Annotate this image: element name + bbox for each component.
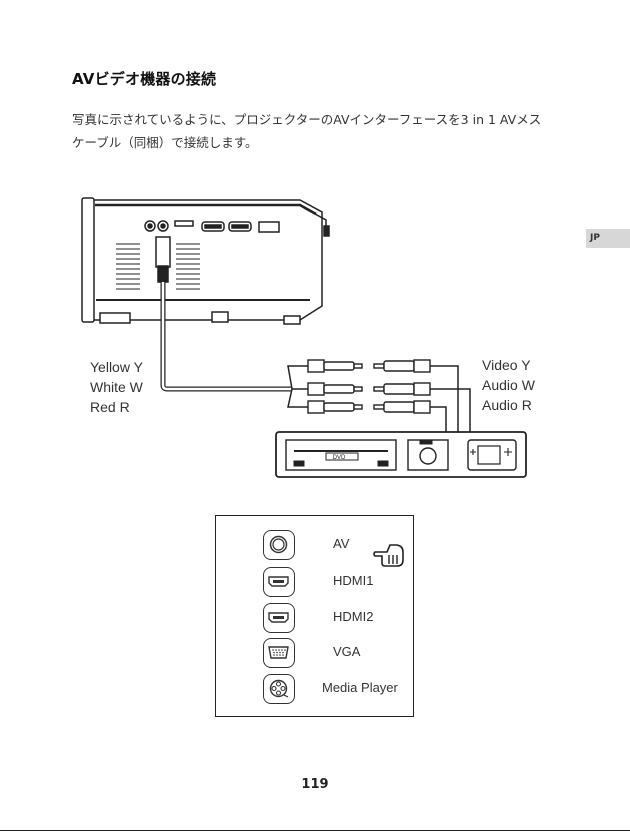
source-label-av: AV bbox=[333, 536, 349, 551]
source-item-media-player[interactable]: Media Player bbox=[216, 674, 415, 704]
source-label-hdmi1: HDMI1 bbox=[333, 573, 373, 588]
cable-color-white: White W bbox=[90, 377, 143, 397]
cable-color-red: Red R bbox=[90, 397, 143, 417]
av-port-icon bbox=[263, 530, 295, 560]
projector-icon bbox=[82, 198, 329, 324]
dvd-label: DVD bbox=[333, 455, 346, 461]
page-number: 119 bbox=[0, 777, 630, 792]
source-label-media-player: Media Player bbox=[322, 680, 398, 695]
signal-labels: Video Y Audio W Audio R bbox=[482, 355, 535, 415]
source-item-hdmi2[interactable]: HDMI2 bbox=[216, 603, 415, 633]
source-menu: AV HDMI1 HDMI2 bbox=[215, 515, 414, 717]
av-device-panel bbox=[276, 432, 526, 477]
signal-video-y: Video Y bbox=[482, 355, 535, 375]
media-player-icon bbox=[263, 674, 295, 704]
vga-port-icon bbox=[263, 638, 295, 668]
cable-color-yellow: Yellow Y bbox=[90, 357, 143, 377]
signal-audio-w: Audio W bbox=[482, 375, 535, 395]
page-bottom-rule bbox=[0, 830, 630, 831]
source-item-vga[interactable]: VGA bbox=[216, 638, 415, 668]
source-label-hdmi2: HDMI2 bbox=[333, 609, 373, 624]
source-item-hdmi1[interactable]: HDMI1 bbox=[216, 567, 415, 597]
female-rca-connectors bbox=[308, 360, 362, 413]
male-rca-plugs bbox=[374, 360, 430, 413]
signal-audio-r: Audio R bbox=[482, 395, 535, 415]
device-wires bbox=[430, 366, 470, 432]
cable-color-labels: Yellow Y White W Red R bbox=[90, 357, 143, 417]
source-item-av[interactable]: AV bbox=[216, 530, 415, 560]
hdmi-port-icon bbox=[263, 603, 295, 633]
hdmi-port-icon bbox=[263, 567, 295, 597]
hand-pointer-icon bbox=[373, 543, 405, 569]
source-label-vga: VGA bbox=[333, 644, 360, 659]
